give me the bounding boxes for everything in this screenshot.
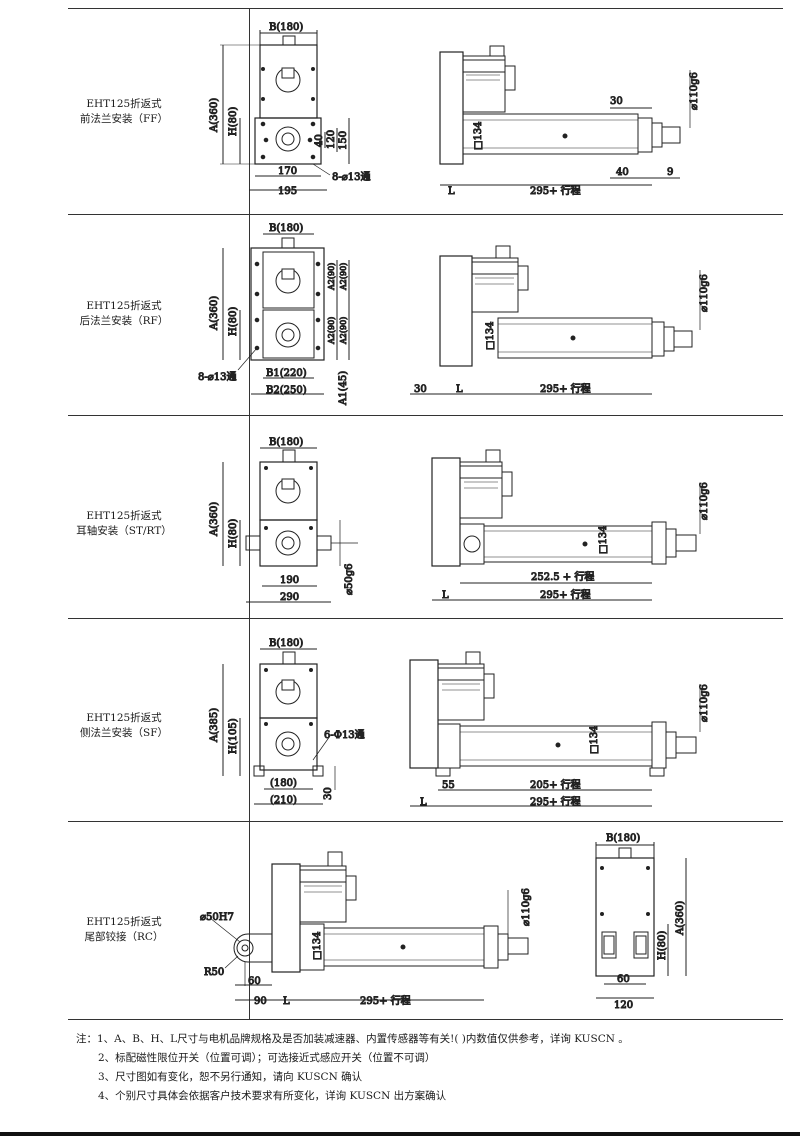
dim-label: 30 bbox=[610, 96, 623, 107]
dim-label: A(385) bbox=[209, 708, 220, 743]
dim-label: B1(220) bbox=[266, 368, 307, 379]
dim-label: (180) bbox=[270, 778, 297, 789]
dim-label: 55 bbox=[442, 780, 455, 791]
dim-label: 252.5 + 行程 bbox=[531, 570, 594, 583]
dim-label: H(105) bbox=[228, 718, 239, 754]
dim-label: 120 bbox=[326, 130, 337, 149]
dim-label: ⌀50H7 bbox=[200, 912, 234, 923]
mount-label-sf: EHT125折返式 侧法兰安装（SF） bbox=[80, 712, 168, 739]
dim-label: A(360) bbox=[209, 98, 220, 133]
dim-label: ⌀110g6 bbox=[699, 482, 710, 520]
dim-label: □134 bbox=[312, 931, 323, 960]
dim-label: □134 bbox=[473, 121, 484, 150]
rc-side-view bbox=[209, 851, 529, 1001]
dim-label: A2(90) bbox=[339, 263, 348, 291]
dim-label: 6-Φ13通 bbox=[324, 729, 365, 741]
dim-label: L bbox=[283, 996, 290, 1007]
dim-label: A(360) bbox=[209, 502, 220, 537]
dim-label: 295+ 行程 bbox=[530, 184, 581, 197]
st-end-view bbox=[222, 447, 358, 603]
dim-label: 30 bbox=[414, 384, 427, 395]
dim-label: 120 bbox=[614, 1000, 633, 1011]
dim-label: 90 bbox=[254, 996, 267, 1007]
dim-label: 295+ 行程 bbox=[540, 382, 591, 395]
dim-label: ⌀110g6 bbox=[699, 684, 710, 722]
note-line: 4、个别尺寸具体会依据客户技术要求有所变化，详询 KUSCN 出方案确认 bbox=[98, 1090, 447, 1102]
sf-side-view bbox=[409, 651, 701, 807]
note-line: 注：1、A、B、H、L尺寸与电机品牌规格及是否加装减速器、内置传感器等有关!( … bbox=[76, 1033, 629, 1045]
footer-rule bbox=[0, 1132, 800, 1136]
dim-label: B(180) bbox=[606, 833, 640, 844]
st-side-view bbox=[431, 449, 701, 601]
dim-label: B2(250) bbox=[266, 385, 307, 396]
dim-label: L bbox=[420, 797, 427, 808]
dim-label: 60 bbox=[248, 976, 261, 987]
rf-end-view bbox=[222, 233, 350, 395]
dim-label: 295+ 行程 bbox=[360, 994, 411, 1007]
dim-label: A(360) bbox=[675, 901, 686, 936]
column-divider bbox=[249, 9, 250, 1019]
row-separator bbox=[68, 618, 783, 619]
dim-label: B(180) bbox=[269, 223, 303, 234]
rc-end-view bbox=[595, 842, 687, 999]
dim-label: □134 bbox=[485, 321, 496, 350]
dim-label: B(180) bbox=[269, 22, 303, 33]
dim-label: 295+ 行程 bbox=[530, 795, 581, 808]
dim-label: L bbox=[448, 186, 455, 197]
dim-label: ⌀110g6 bbox=[521, 888, 532, 926]
dim-label: ⌀50g6 bbox=[344, 563, 355, 595]
row-separator bbox=[68, 821, 783, 822]
ff-end-view bbox=[220, 30, 350, 191]
dim-label: A2(90) bbox=[327, 317, 336, 345]
dim-label: 8-⌀13通 bbox=[198, 371, 237, 383]
dim-label: H(80) bbox=[228, 107, 239, 136]
notes-block: 注：1、A、B、H、L尺寸与电机品牌规格及是否加装减速器、内置传感器等有关!( … bbox=[76, 1030, 776, 1106]
mount-label-rf: EHT125折返式 后法兰安装（RF） bbox=[79, 300, 169, 327]
dim-label: 40 bbox=[616, 167, 629, 178]
dim-label: B(180) bbox=[269, 638, 303, 649]
dim-label: H(80) bbox=[228, 307, 239, 336]
dim-label: 190 bbox=[280, 575, 299, 586]
dim-label: 205+ 行程 bbox=[530, 778, 581, 791]
dim-label: A2(90) bbox=[327, 263, 336, 291]
rf-side-view bbox=[410, 245, 701, 395]
dim-label: ⌀110g6 bbox=[689, 72, 700, 110]
dim-label: L bbox=[456, 384, 463, 395]
row-separator bbox=[68, 415, 783, 416]
dim-label: B(180) bbox=[269, 437, 303, 448]
dim-label: □134 bbox=[598, 525, 609, 554]
note-line: 3、尺寸图如有变化，恕不另行通知，请向 KUSCN 确认 bbox=[98, 1071, 363, 1083]
dim-label: □134 bbox=[589, 725, 600, 754]
mount-label-st-rt: EHT125折返式 耳轴安装（ST/RT） bbox=[76, 510, 172, 537]
dim-label: R50 bbox=[204, 967, 224, 978]
mount-label-rc: EHT125折返式 尾部铰接（RC） bbox=[84, 916, 164, 943]
dim-label: A(360) bbox=[209, 296, 220, 331]
ff-side-view bbox=[439, 45, 691, 186]
dim-label: (210) bbox=[270, 795, 297, 806]
dim-label: 9 bbox=[667, 167, 673, 178]
row-separator bbox=[68, 214, 783, 215]
note-line: 2、标配磁性限位开关（位置可调）；可选接近式感应开关（位置不可调） bbox=[98, 1052, 436, 1064]
dim-label: ⌀110g6 bbox=[699, 274, 710, 312]
dim-label: 170 bbox=[278, 166, 297, 177]
dim-label: H(80) bbox=[228, 519, 239, 548]
dim-label: A1(45) bbox=[338, 371, 349, 406]
dim-label: 8-⌀13通 bbox=[332, 171, 371, 183]
drawing-sheet: EHT125折返式 前法兰安装（FF） EHT125折返式 后法兰安装（RF） … bbox=[68, 8, 783, 1020]
sf-end-view bbox=[222, 648, 336, 805]
dim-label: 195 bbox=[278, 186, 297, 197]
dim-label: 30 bbox=[323, 787, 334, 800]
dim-label: 40 bbox=[314, 134, 325, 147]
mount-label-ff: EHT125折返式 前法兰安装（FF） bbox=[79, 98, 169, 125]
dim-label: 60 bbox=[617, 974, 630, 985]
dim-label: A2(90) bbox=[339, 317, 348, 345]
dim-label: H(80) bbox=[657, 931, 668, 960]
dim-label: 150 bbox=[338, 131, 349, 150]
dim-label: L bbox=[442, 590, 449, 601]
dim-label: 295+ 行程 bbox=[540, 588, 591, 601]
dim-label: 290 bbox=[280, 592, 299, 603]
